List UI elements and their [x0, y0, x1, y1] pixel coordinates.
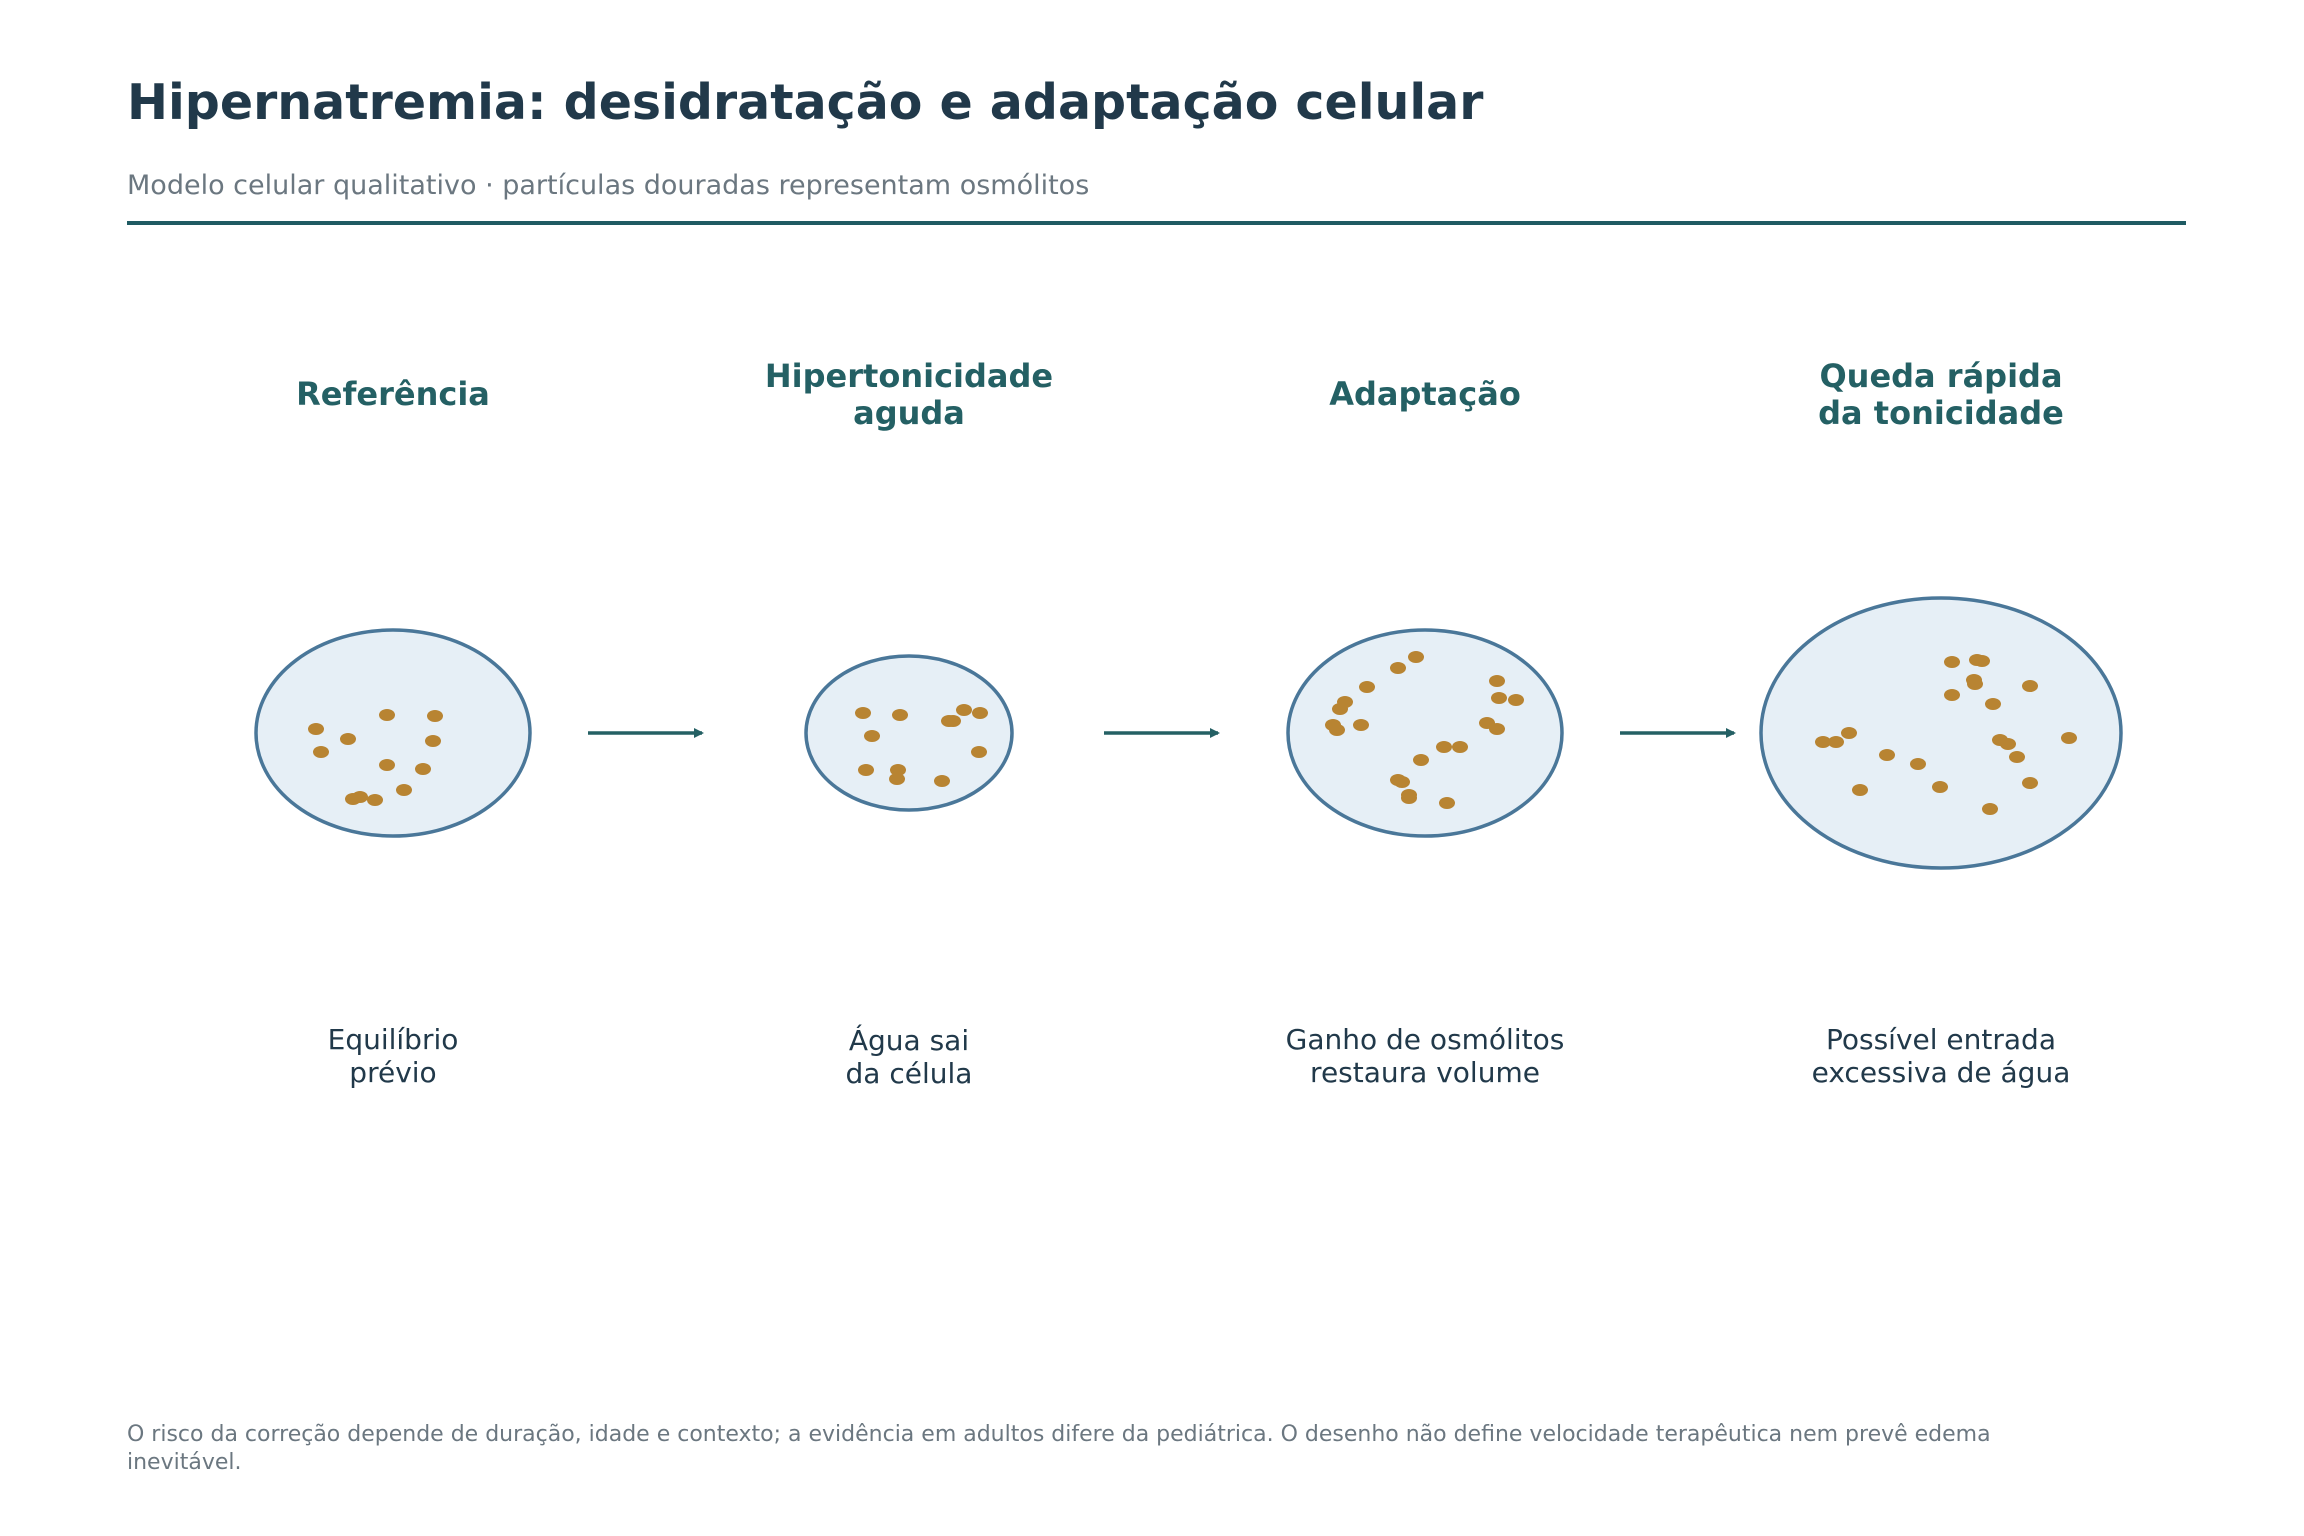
- cell-hipertonicidade: [804, 654, 1014, 812]
- cell-referencia: [254, 628, 532, 838]
- footnote: O risco da correção depende de duração, …: [127, 1422, 1991, 1475]
- stage-title-adaptacao: Adaptação: [1329, 375, 1521, 413]
- cell-adaptacao: [1286, 628, 1564, 838]
- page-title: Hipernatremia: desidratação e adaptação …: [127, 74, 1484, 131]
- stage-title-referencia: Referência: [296, 375, 490, 413]
- osmolyte-particles: [1325, 651, 1524, 809]
- osmolyte-particles: [308, 709, 443, 806]
- page-subtitle: Modelo celular qualitativo · partículas …: [127, 170, 1090, 201]
- cell-queda-tonicidade: [1759, 596, 2123, 870]
- osmolyte-particles: [1815, 654, 2077, 815]
- osmolyte-particles: [855, 704, 988, 787]
- header-divider: [127, 221, 2186, 225]
